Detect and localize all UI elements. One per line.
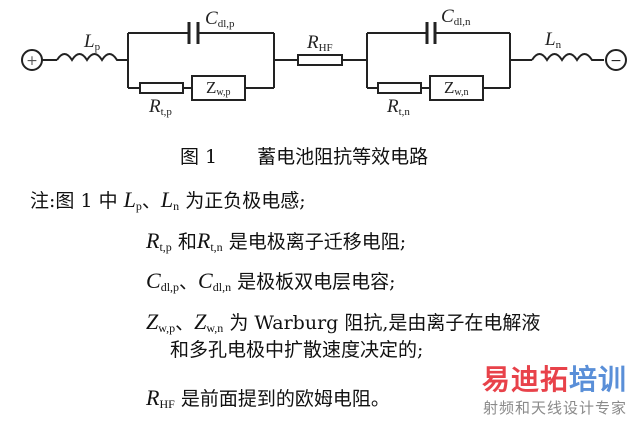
- label-cdln: Cdl,n: [441, 6, 471, 28]
- note-line-3: Cdl,p、Cdl,n 是极板双电层电容;: [146, 268, 396, 294]
- watermark-logo: 易迪拓培训: [482, 363, 628, 396]
- negative-terminal: [605, 49, 627, 71]
- label-lp: Lp: [84, 31, 101, 53]
- label-rtn: Rt,n: [387, 96, 410, 118]
- label-rhf: RHF: [307, 32, 333, 54]
- resistor-rtn: [377, 82, 422, 94]
- note-line-4: Zw,p、Zw,n 为 Warburg 阻抗,是由离子在电解液: [146, 309, 541, 335]
- note-line-5: 和多孔电极中扩散速度决定的;: [170, 339, 424, 361]
- watermark-tagline: 射频和天线设计专家: [483, 399, 628, 417]
- note-line-2: Rt,p 和Rt,n 是电极离子迁移电阻;: [146, 228, 407, 254]
- label-ln: Ln: [545, 29, 562, 51]
- equivalent-circuit-diagram: + −: [21, 22, 627, 101]
- label-rtp: Rt,p: [149, 96, 172, 118]
- note-line-6: RHF 是前面提到的欧姆电阻。: [146, 385, 390, 411]
- inductor-ln: [531, 53, 604, 62]
- label-zwp: Zw,p: [206, 78, 231, 98]
- resistor-rhf: [297, 54, 343, 66]
- plus-sign: +: [26, 53, 38, 69]
- note-line-1: 注:图 1 中 Lp、Ln 为正负极电感;: [30, 187, 306, 213]
- minus-sign: −: [610, 53, 622, 69]
- label-zwn: Zw,n: [444, 78, 469, 98]
- resistor-rtp: [139, 82, 184, 94]
- inductor-lp: [56, 53, 128, 62]
- label-cdlp: Cdl,p: [205, 8, 235, 30]
